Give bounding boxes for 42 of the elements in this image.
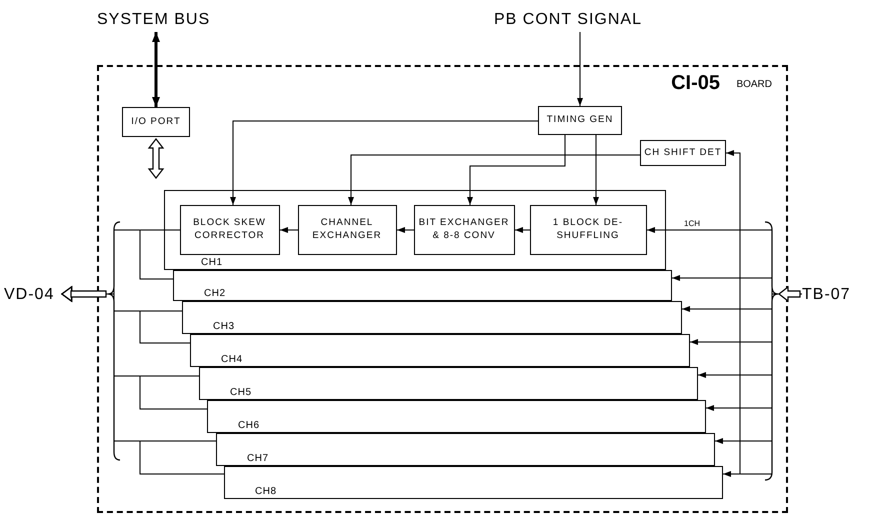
bus-arrow xyxy=(152,32,160,107)
arrow xyxy=(61,286,224,474)
function-block: TIMING GEN xyxy=(538,106,622,135)
channel-block xyxy=(182,301,682,334)
channel-block xyxy=(190,334,690,367)
function-block: 1 BLOCK DE-SHUFFLING xyxy=(530,204,646,254)
channel-block xyxy=(199,367,698,400)
channel-block xyxy=(216,433,715,466)
arrow xyxy=(280,227,298,233)
board-outline xyxy=(97,65,788,513)
channel-label: CH6 xyxy=(238,420,260,431)
channel-label: CH4 xyxy=(221,354,243,365)
arrow xyxy=(230,120,538,206)
arrow xyxy=(348,154,640,206)
edge-label: 1CH xyxy=(683,219,702,228)
function-block: I/O PORT xyxy=(122,107,190,137)
channel-label: CH2 xyxy=(204,288,226,299)
signal-label: SYSTEM BUS xyxy=(97,8,237,32)
signal-label: TB-07 xyxy=(802,283,864,307)
channel-block xyxy=(207,400,706,433)
function-block: CHANNEL EXCHANGER xyxy=(298,204,396,254)
arrow xyxy=(396,227,414,233)
signal-label: VD-04 xyxy=(4,283,62,307)
signal-label: PB CONT SIGNAL xyxy=(494,8,676,32)
board-title: CI-05 xyxy=(671,72,720,95)
double-block-arrow xyxy=(148,138,164,179)
channel-block xyxy=(173,270,672,301)
channel-block xyxy=(164,190,666,270)
channel-label: CH3 xyxy=(213,321,235,332)
arrow xyxy=(593,134,599,206)
channel-label: CH7 xyxy=(247,453,269,464)
arrow xyxy=(577,32,583,106)
function-block: CH SHIFT DET xyxy=(640,140,726,166)
channel-label: CH5 xyxy=(230,387,252,398)
arrow xyxy=(467,134,566,206)
function-block: BLOCK SKEW CORRECTOR xyxy=(180,204,280,254)
channel-label: CH1 xyxy=(201,257,223,268)
arrow xyxy=(514,227,530,233)
board-label: BOARD xyxy=(736,79,772,90)
channel-label: CH8 xyxy=(255,486,277,497)
function-block: BIT EXCHANGER & 8-8 CONV xyxy=(414,204,514,254)
channel-block xyxy=(224,466,723,499)
